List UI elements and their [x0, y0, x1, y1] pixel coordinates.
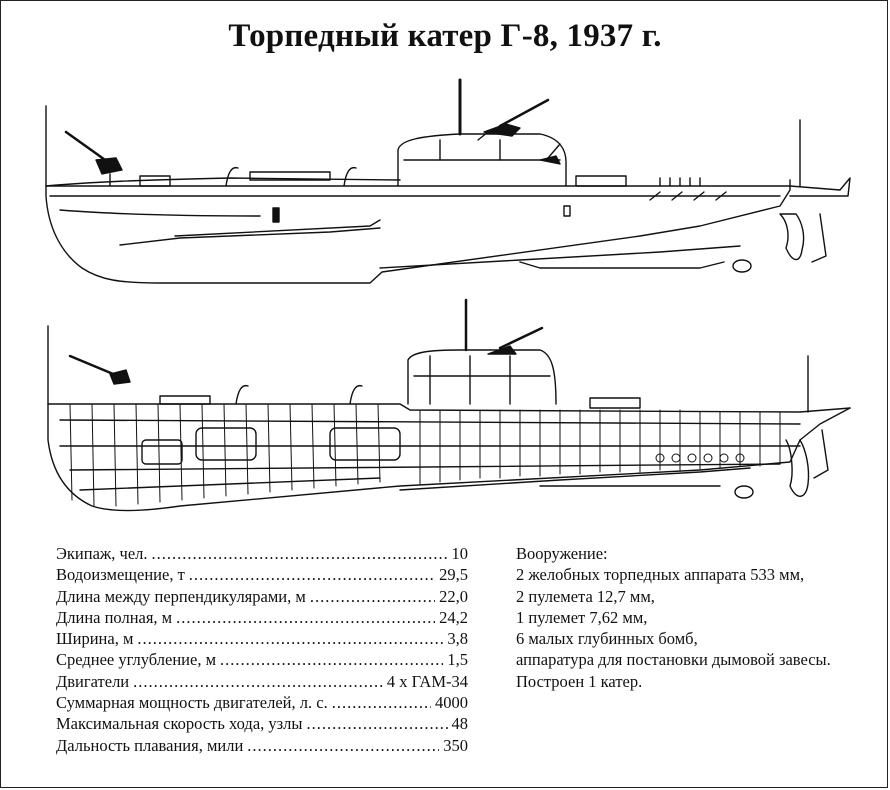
spec-label: Максимальная скорость хода, узлы [56, 714, 303, 734]
spec-label: Среднее углубление, м [56, 650, 217, 670]
spec-value: 10 [451, 544, 469, 563]
page-title: Торпедный катер Г-8, 1937 г. [228, 18, 662, 54]
spec-row: Среднее углубление, м 1,5 [56, 650, 468, 671]
spec-value: 29,5 [439, 565, 468, 585]
leader-dots [176, 608, 435, 628]
spec-value: 1,5 [447, 650, 468, 670]
spec-label: Дальность плавания, мили [56, 735, 244, 755]
leader-dots [220, 650, 443, 670]
boat-drawings [45, 78, 851, 512]
spec-value: 24,2 [439, 607, 468, 627]
leader-dots [189, 565, 435, 585]
spec-row: Длина между перпендикулярами, м 22,0 [56, 587, 468, 608]
spec-row: Экипаж, чел. 10 [56, 544, 468, 565]
spec-value: 3,8 [447, 629, 468, 649]
spec-row: Двигатели 4 х ГАМ-34 [56, 672, 468, 693]
armament-line: аппаратура для постановки дымовой завесы… [516, 650, 831, 670]
spec-label: Экипаж, чел. [56, 544, 148, 563]
leader-dots [332, 693, 431, 713]
armament-list: Вооружение: 2 желобных торпедных аппарат… [516, 544, 866, 693]
spec-row: Длина полная, м 24,2 [56, 608, 468, 629]
armament-line: 6 малых глубинных бомб, [516, 629, 698, 649]
leader-dots [152, 544, 448, 564]
spec-value: 48 [451, 714, 469, 734]
spec-row: Водоизмещение, т 29,5 [56, 565, 468, 586]
longitudinal-section-drawing [47, 298, 851, 512]
leader-dots [133, 672, 383, 692]
spec-label: Суммарная мощность двигателей, л. с. [56, 693, 328, 713]
spec-label: Двигатели [56, 671, 130, 691]
leader-dots [310, 587, 435, 607]
spec-value: 22,0 [439, 586, 468, 606]
spec-value: 4000 [435, 693, 468, 713]
spec-label: Длина между перпендикулярами, м [56, 586, 306, 606]
armament-line: 1 пулемет 7,62 мм, [516, 607, 648, 627]
spec-row: Ширина, м 3,8 [56, 629, 468, 650]
spec-value: 350 [443, 735, 468, 755]
spec-value: 4 х ГАМ-34 [386, 671, 468, 691]
armament-line: 2 желобных торпедных аппарата 533 мм, [516, 565, 805, 585]
spec-label: Длина полная, м [56, 607, 173, 627]
side-profile-drawing [45, 78, 851, 284]
spec-label: Ширина, м [56, 629, 134, 649]
leader-dots [306, 714, 447, 734]
leader-dots [137, 629, 443, 649]
spec-label: Водоизмещение, т [56, 565, 185, 585]
leader-dots [247, 736, 439, 756]
spec-row: Дальность плавания, мили 350 [56, 736, 468, 757]
spec-row: Максимальная скорость хода, узлы 48 [56, 714, 468, 735]
armament-line: 2 пулемета 12,7 мм, [516, 586, 655, 606]
specifications-list: Экипаж, чел. 10 Водоизмещение, т 29,5 Дл… [56, 544, 468, 757]
spec-row: Суммарная мощность двигателей, л. с. 400… [56, 693, 468, 714]
armament-line: Построен 1 катер. [516, 671, 643, 691]
armament-heading: Вооружение: [516, 544, 608, 563]
